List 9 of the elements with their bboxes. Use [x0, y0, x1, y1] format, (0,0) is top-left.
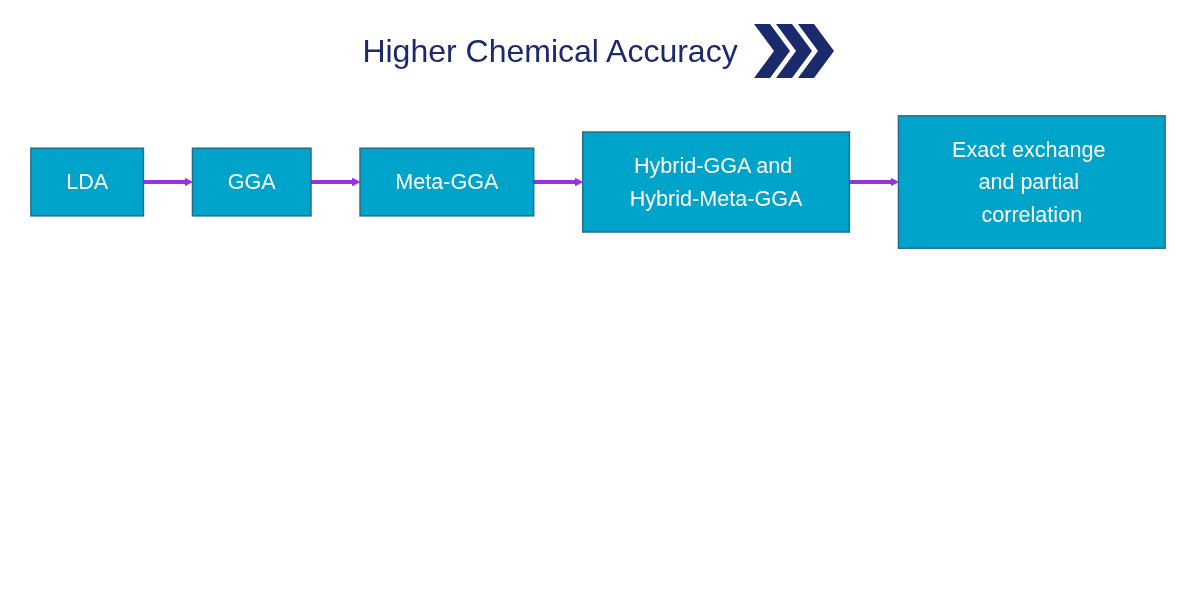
node-box: LDA: [30, 147, 145, 217]
arrow: [143, 177, 193, 187]
node-box: Hybrid-GGA and Hybrid-Meta-GGA: [582, 131, 851, 233]
arrow: [849, 177, 899, 187]
node-box: Meta-GGA: [359, 147, 535, 217]
node-box: Exact exchange and partial correlation: [897, 115, 1166, 249]
arrow: [311, 177, 361, 187]
node-box: GGA: [191, 147, 312, 217]
title: Higher Chemical Accuracy: [362, 32, 738, 70]
